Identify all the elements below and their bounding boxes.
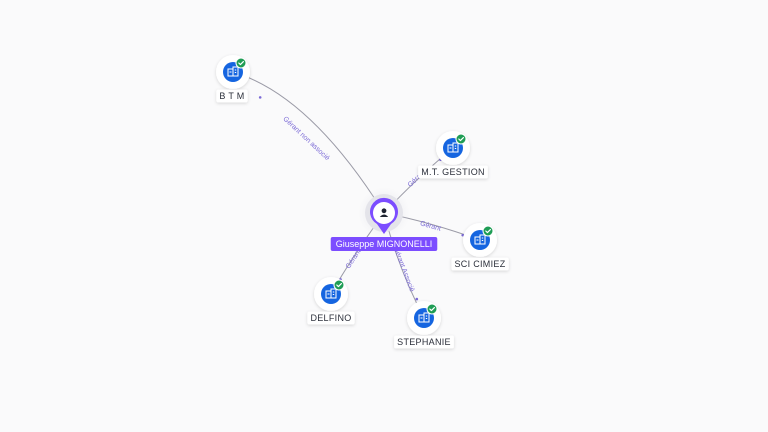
label-background bbox=[216, 89, 248, 103]
building-icon bbox=[418, 312, 430, 323]
company-node-delfino[interactable]: DELFINO bbox=[307, 277, 355, 325]
company-label-mt-gestion: M.T. GESTION bbox=[418, 165, 488, 179]
company-label-stephanie: STEPHANIE bbox=[394, 335, 454, 349]
company-node-mt-gestion[interactable]: M.T. GESTION bbox=[418, 131, 488, 179]
nodes-layer: B T M M.T. GESTION SCI CIMIEZ DELFINO STEPHA… bbox=[216, 55, 509, 349]
person-icon bbox=[379, 208, 389, 217]
verified-check-icon bbox=[333, 279, 345, 291]
company-name: M.T. GESTION bbox=[421, 167, 485, 177]
edge-arrow-btm bbox=[258, 96, 262, 99]
verified-check-icon bbox=[482, 225, 494, 237]
company-node-btm[interactable]: B T M bbox=[216, 55, 250, 103]
center-label-background bbox=[330, 237, 438, 251]
verified-check-icon bbox=[235, 57, 247, 69]
company-name: STEPHANIE bbox=[397, 337, 451, 347]
company-name: DELFINO bbox=[310, 313, 351, 323]
person-name: Giuseppe MIGNONELLI bbox=[336, 239, 433, 249]
company-node-stephanie[interactable]: STEPHANIE bbox=[394, 301, 454, 349]
building-icon bbox=[325, 288, 337, 299]
building-icon bbox=[447, 142, 459, 153]
verified-check-icon bbox=[455, 133, 467, 145]
label-background bbox=[451, 257, 509, 271]
company-label-btm: B T M bbox=[216, 89, 248, 103]
edge-label-btm: Gérant non associé bbox=[281, 116, 330, 163]
edge-btm bbox=[232, 71, 385, 214]
edge-label-sci-cimiez: Gérant bbox=[419, 220, 442, 233]
building-icon bbox=[227, 66, 239, 77]
label-background bbox=[418, 165, 488, 179]
center-person-node[interactable]: Giuseppe MIGNONELLI bbox=[330, 187, 438, 251]
verified-check-icon bbox=[426, 303, 438, 315]
edge-arrow-stephanie bbox=[415, 297, 419, 301]
edge-arrow-sci-cimiez bbox=[461, 233, 465, 237]
edge-label-stephanie: Gérant Associé bbox=[392, 246, 415, 293]
company-node-sci-cimiez[interactable]: SCI CIMIEZ bbox=[451, 223, 509, 271]
company-label-delfino: DELFINO bbox=[307, 311, 355, 325]
label-background bbox=[394, 335, 454, 349]
company-label-sci-cimiez: SCI CIMIEZ bbox=[451, 257, 509, 271]
edge-label-delfino: Gérant bbox=[345, 248, 363, 270]
company-name: SCI CIMIEZ bbox=[454, 259, 505, 269]
company-name: B T M bbox=[219, 91, 244, 101]
center-name-label: Giuseppe MIGNONELLI bbox=[330, 237, 438, 251]
label-background bbox=[307, 311, 355, 325]
building-icon bbox=[474, 234, 486, 245]
